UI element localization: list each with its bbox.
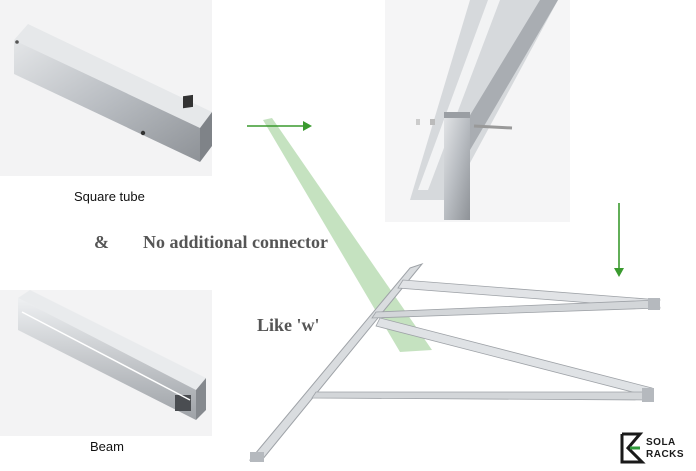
right-arrow-icon (247, 121, 312, 131)
ampersand-text: & (94, 232, 109, 252)
connection-detail-image (410, 0, 558, 220)
shape-note-text: Like 'w' (257, 315, 320, 335)
square-tube-image (14, 24, 212, 162)
square-tube-caption: Square tube (74, 189, 145, 204)
logo-line-1: SOLA (646, 437, 676, 448)
down-arrow-icon (614, 203, 624, 277)
w-support-structure-image (248, 262, 661, 462)
logo-line-2: RACKS (646, 449, 685, 460)
sola-racks-logo-icon (620, 432, 646, 464)
beam-caption: Beam (90, 439, 124, 454)
headline-text: No additional connector (143, 232, 329, 252)
beam-image (18, 290, 206, 420)
logo-text: SOLA RACKS (646, 437, 684, 461)
